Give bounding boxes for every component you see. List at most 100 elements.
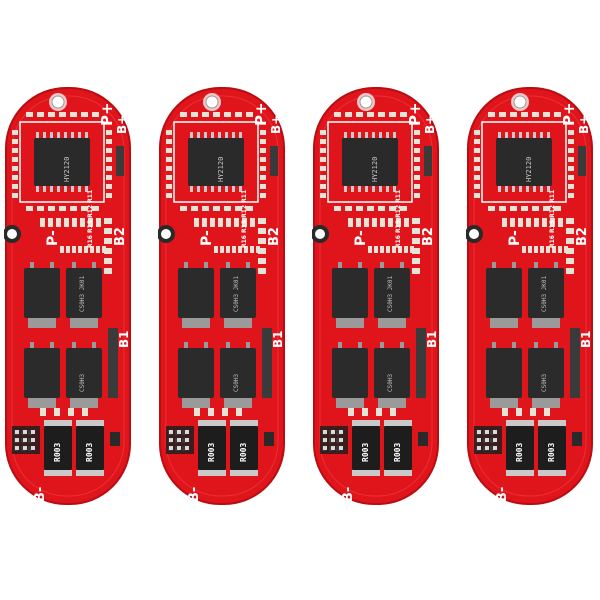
mosfet bbox=[332, 348, 368, 398]
smd-resistor bbox=[552, 246, 556, 253]
smd-component bbox=[572, 432, 582, 446]
smd-component bbox=[224, 112, 231, 117]
smd-component bbox=[166, 175, 172, 180]
smd-component bbox=[104, 228, 112, 234]
shunt-label: R003 bbox=[239, 442, 248, 462]
smd-component bbox=[568, 166, 574, 171]
label-p-plus: P+ bbox=[560, 102, 578, 126]
label-b2: B2 bbox=[267, 227, 282, 246]
smd-resistor bbox=[96, 246, 100, 253]
shunt-resistor bbox=[198, 426, 226, 470]
resistor-codes: R16 R15 R12 R11 bbox=[241, 189, 248, 248]
smd-resistor bbox=[372, 218, 377, 227]
smd-component bbox=[270, 146, 278, 176]
smd-resistor bbox=[238, 246, 242, 253]
smd-resistor bbox=[194, 218, 199, 227]
smd-component bbox=[414, 166, 420, 171]
ic-frame bbox=[327, 121, 413, 203]
mosfet bbox=[486, 348, 522, 398]
controller-ic bbox=[188, 138, 244, 186]
smd-component bbox=[474, 175, 480, 180]
label-b1: B1 bbox=[425, 330, 439, 349]
smd-component bbox=[570, 328, 580, 398]
smd-resistor bbox=[534, 246, 538, 253]
smd-component bbox=[260, 148, 266, 153]
mosfet bbox=[24, 348, 60, 398]
smd-component bbox=[260, 166, 266, 171]
mosfet bbox=[486, 268, 522, 318]
controller-ic bbox=[342, 138, 398, 186]
smd-resistor bbox=[40, 218, 45, 227]
smd-component bbox=[521, 112, 528, 117]
smd-resistor bbox=[84, 246, 88, 253]
smd-resistor bbox=[220, 246, 224, 253]
smd-component bbox=[378, 206, 385, 211]
shunt-label: R003 bbox=[393, 442, 402, 462]
smd-component bbox=[510, 112, 517, 117]
smd-component bbox=[12, 193, 18, 198]
smd-component bbox=[48, 206, 55, 211]
smd-component bbox=[543, 112, 550, 117]
smd-component bbox=[59, 112, 66, 117]
smd-component bbox=[116, 146, 124, 176]
smd-component bbox=[180, 112, 187, 117]
smd-component bbox=[224, 206, 231, 211]
chip-marking: HY2120 bbox=[217, 156, 225, 182]
mosfet-tab bbox=[28, 398, 56, 408]
smd-component bbox=[106, 148, 112, 153]
smd-resistor bbox=[348, 218, 353, 227]
shunt-label: R003 bbox=[515, 442, 524, 462]
label-b-plus: B+ bbox=[423, 114, 437, 134]
smd-resistor bbox=[528, 246, 532, 253]
shunt-label: R003 bbox=[53, 442, 62, 462]
mosfet-tab bbox=[336, 318, 364, 328]
smd-component bbox=[258, 218, 266, 224]
smd-component bbox=[568, 184, 574, 189]
smd-component bbox=[106, 175, 112, 180]
smd-component bbox=[235, 112, 242, 117]
mosfet-tab bbox=[490, 398, 518, 408]
smd-component bbox=[474, 157, 480, 162]
mosfet-tab bbox=[378, 318, 406, 328]
smd-component bbox=[474, 130, 480, 135]
smd-component bbox=[320, 148, 326, 153]
label-b1: B1 bbox=[117, 330, 131, 349]
smd-resistor bbox=[388, 218, 393, 227]
mosfet bbox=[66, 348, 102, 398]
smd-component bbox=[414, 184, 420, 189]
smd-component bbox=[474, 139, 480, 144]
label-b-plus: B+ bbox=[577, 114, 591, 134]
smd-component bbox=[389, 206, 396, 211]
smd-resistor bbox=[404, 218, 409, 227]
smd-component bbox=[376, 408, 382, 416]
smd-resistor bbox=[226, 218, 231, 227]
smd-component bbox=[566, 238, 574, 244]
smd-resistor bbox=[380, 246, 384, 253]
smd-component bbox=[414, 175, 420, 180]
smd-component bbox=[400, 206, 407, 211]
shunt-label: R003 bbox=[207, 442, 216, 462]
smd-component bbox=[166, 139, 172, 144]
smd-component bbox=[502, 408, 508, 416]
smd-resistor bbox=[542, 218, 547, 227]
smd-resistor bbox=[522, 246, 526, 253]
smd-component bbox=[166, 148, 172, 153]
smd-component bbox=[260, 130, 266, 135]
label-b2: B2 bbox=[575, 227, 590, 246]
smd-component bbox=[104, 248, 112, 254]
smd-component bbox=[258, 228, 266, 234]
smd-component bbox=[414, 139, 420, 144]
shunt-resistor bbox=[230, 426, 258, 470]
smd-component bbox=[246, 206, 253, 211]
smd-component bbox=[488, 206, 495, 211]
mosfet-tab bbox=[532, 318, 560, 328]
smd-component bbox=[568, 157, 574, 162]
smd-component bbox=[389, 112, 396, 117]
smd-component bbox=[334, 112, 341, 117]
smd-resistor bbox=[72, 246, 76, 253]
resistor-codes: R16 R15 R12 R11 bbox=[549, 189, 556, 248]
smd-component bbox=[532, 112, 539, 117]
smd-component bbox=[412, 258, 420, 264]
smd-component bbox=[81, 112, 88, 117]
smd-resistor bbox=[502, 218, 507, 227]
